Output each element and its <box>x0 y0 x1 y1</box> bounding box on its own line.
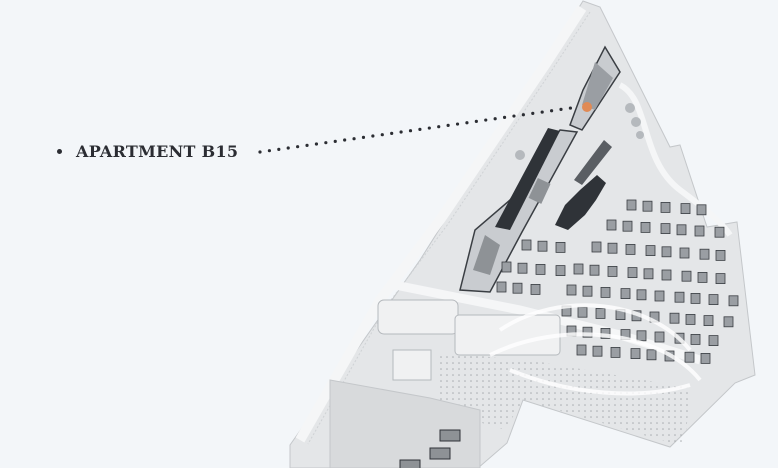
house <box>690 333 701 345</box>
field-area <box>440 352 690 447</box>
house <box>694 225 705 237</box>
house <box>636 330 647 342</box>
house <box>642 200 653 212</box>
house <box>654 290 665 302</box>
house <box>714 226 725 238</box>
house <box>627 267 638 279</box>
house <box>661 269 672 281</box>
house <box>654 331 665 343</box>
house <box>610 346 621 358</box>
house <box>697 271 708 283</box>
house <box>640 221 651 233</box>
house <box>582 326 593 338</box>
house <box>661 246 672 258</box>
house <box>566 284 577 296</box>
house <box>674 291 685 303</box>
house <box>521 239 532 251</box>
house <box>530 283 541 295</box>
house <box>620 288 631 300</box>
house <box>501 261 512 273</box>
house <box>700 352 711 364</box>
house <box>703 315 714 327</box>
house <box>643 268 654 280</box>
house <box>600 286 611 298</box>
house <box>606 219 617 231</box>
house <box>699 248 710 260</box>
house <box>685 313 696 325</box>
leader-line <box>258 105 580 154</box>
building-dark-long <box>495 128 560 230</box>
house <box>684 351 695 363</box>
house <box>630 348 641 360</box>
main-road <box>295 5 587 443</box>
house <box>669 312 680 324</box>
house <box>512 282 523 294</box>
houses <box>496 199 739 364</box>
house <box>676 224 687 236</box>
house <box>555 265 566 277</box>
house <box>537 240 548 252</box>
apartment-b15-highlight[interactable] <box>582 102 592 112</box>
house <box>660 223 671 235</box>
house <box>622 220 633 232</box>
house <box>555 241 566 253</box>
house <box>715 273 726 285</box>
house <box>636 289 647 301</box>
house <box>535 263 546 275</box>
cross-road <box>394 280 702 365</box>
apartment-label[interactable]: APARTMENT B15 <box>57 142 238 161</box>
house <box>576 344 587 356</box>
house <box>645 245 656 257</box>
house <box>577 306 588 318</box>
house <box>679 247 690 259</box>
house <box>680 203 691 215</box>
house <box>595 307 606 319</box>
house <box>517 262 528 274</box>
house <box>589 264 600 276</box>
house <box>607 242 618 254</box>
house <box>496 281 507 293</box>
apartment-label-text: APARTMENT B15 <box>76 142 239 161</box>
house <box>607 265 618 277</box>
house <box>646 349 657 361</box>
watermark-logo <box>489 303 702 396</box>
house <box>690 292 701 304</box>
house <box>625 243 636 255</box>
house <box>708 294 719 306</box>
bullet-icon <box>57 149 62 154</box>
house <box>592 345 603 357</box>
house <box>591 241 602 253</box>
house <box>626 199 637 211</box>
house <box>696 204 707 216</box>
building-dark-curved <box>574 140 612 185</box>
house <box>728 295 739 307</box>
house <box>582 285 593 297</box>
house <box>681 270 692 282</box>
house <box>723 316 734 328</box>
house <box>708 335 719 347</box>
house <box>660 201 671 213</box>
house <box>573 263 584 275</box>
house <box>715 249 726 261</box>
building-dark-cluster <box>555 175 606 230</box>
